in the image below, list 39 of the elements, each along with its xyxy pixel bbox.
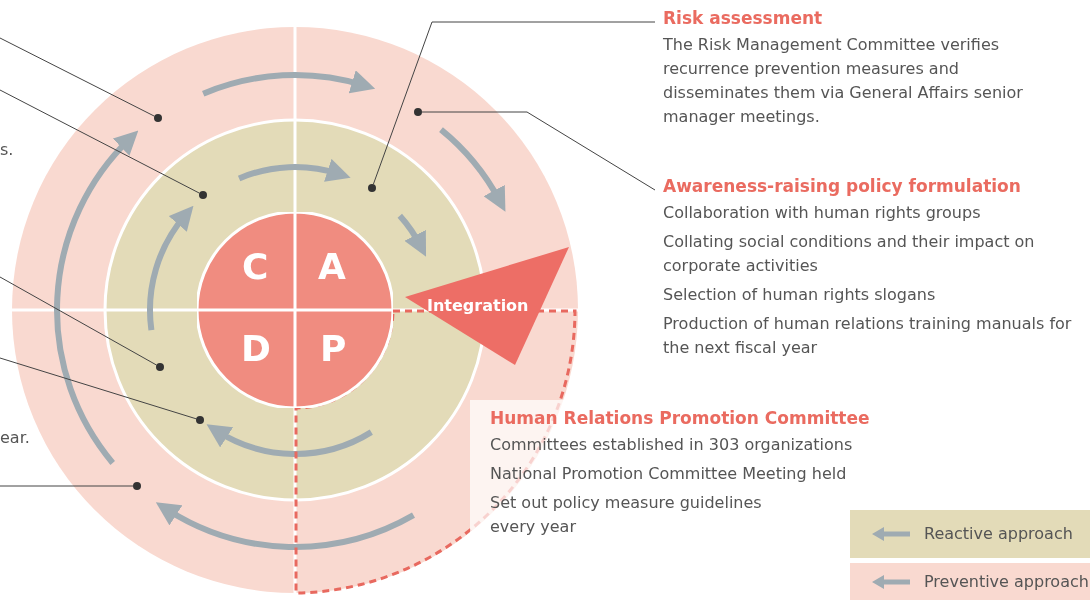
leader-dot — [133, 482, 141, 490]
quadrant-letter: D — [241, 328, 271, 369]
quadrant-letter: P — [320, 328, 347, 369]
leader-line — [0, 89, 200, 194]
legend-label: Reactive approach — [924, 524, 1073, 543]
label-text: s. — [0, 140, 14, 159]
legend-label: Preventive approach — [924, 571, 1089, 591]
quadrant-letter: A — [318, 246, 346, 287]
triangle-label: Integration — [427, 296, 529, 315]
section-heading: Human Relations Promotion Committee — [490, 408, 871, 428]
section-heading: Risk assessment — [663, 8, 824, 28]
leader-line — [372, 21, 656, 185]
label-text: ear. — [0, 428, 30, 447]
list-item: Production of human relations training manuals for the next fiscal year — [663, 313, 1073, 359]
list-item: National Promotion Committee Meeting held — [490, 463, 848, 485]
leader-line — [0, 485, 134, 487]
list-item: Collating social conditions and their impact on corporate activities — [663, 231, 1036, 277]
leader-dot — [368, 184, 376, 192]
leader-line — [421, 111, 656, 191]
pdca-quadrant — [197, 310, 295, 408]
pdca-quadrant — [295, 310, 393, 408]
leader-dot — [199, 191, 207, 199]
integration-triangle — [403, 245, 571, 367]
pdca-quadrant — [295, 212, 393, 310]
leader-dot — [196, 416, 204, 424]
section-heading: Awareness-raising policy formulation — [663, 176, 1022, 196]
quadrant-letter: C — [242, 246, 269, 287]
leader-dot — [154, 114, 162, 122]
leader-dot — [414, 108, 422, 116]
list-item: Set out policy measure guidelines every year — [490, 492, 763, 538]
pdca-quadrant — [197, 212, 295, 310]
leader-line — [0, 357, 197, 420]
leader-line — [0, 276, 157, 366]
description-text: The Risk Management Committee verifies recurrence prevention measures and disseminates them via General Affairs senior manager meetings. — [663, 34, 1024, 128]
list-item: Collaboration with human rights groups — [663, 202, 982, 224]
list-item: Selection of human rights slogans — [663, 284, 937, 306]
leader-line — [0, 37, 155, 117]
leader-dot — [156, 363, 164, 371]
list-item: Committees established in 303 organizations — [490, 434, 854, 456]
